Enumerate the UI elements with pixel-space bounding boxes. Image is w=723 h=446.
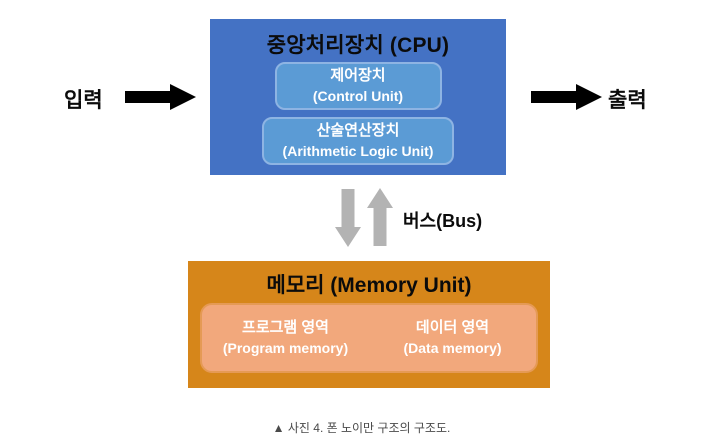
output-label: 출력 bbox=[608, 89, 647, 112]
control-unit-label-ko: 제어장치 bbox=[330, 67, 386, 85]
input-arrow-icon bbox=[125, 84, 196, 110]
cpu-title: 중앙처리장치 (CPU) bbox=[266, 34, 450, 57]
memory-title: 메모리 (Memory Unit) bbox=[266, 274, 472, 297]
program-memory-area: 프로그램 영역 (Program memory) bbox=[202, 305, 369, 371]
data-memory-label-ko: 데이터 영역 bbox=[415, 319, 490, 337]
data-memory-label-en: (Data memory) bbox=[403, 339, 502, 356]
alu-box: 산술연산장치 (Arithmetic Logic Unit) bbox=[262, 117, 454, 165]
bus-up-arrow-icon bbox=[367, 188, 393, 246]
program-memory-label-en: (Program memory) bbox=[222, 339, 349, 356]
memory-box: 메모리 (Memory Unit) 프로그램 영역 (Program memor… bbox=[188, 261, 550, 388]
output-arrow-icon bbox=[531, 84, 602, 110]
input-label: 입력 bbox=[64, 89, 103, 112]
bus-label: 버스(Bus) bbox=[403, 211, 483, 231]
alu-label-ko: 산술연산장치 bbox=[316, 122, 400, 140]
control-unit-label-en: (Control Unit) bbox=[312, 87, 404, 104]
data-memory-area: 데이터 영역 (Data memory) bbox=[369, 305, 536, 371]
alu-label-en: (Arithmetic Logic Unit) bbox=[282, 142, 434, 159]
control-unit-box: 제어장치 (Control Unit) bbox=[274, 62, 442, 110]
memory-inner-box: 프로그램 영역 (Program memory) 데이터 영역 (Data me… bbox=[200, 303, 538, 373]
program-memory-label-ko: 프로그램 영역 bbox=[242, 319, 329, 337]
bus-down-arrow-icon bbox=[335, 189, 361, 247]
cpu-box: 중앙처리장치 (CPU) 제어장치 (Control Unit) 산술연산장치 … bbox=[210, 19, 506, 175]
figure-caption: ▲ 사진 4. 폰 노이만 구조의 구조도. bbox=[272, 421, 451, 435]
